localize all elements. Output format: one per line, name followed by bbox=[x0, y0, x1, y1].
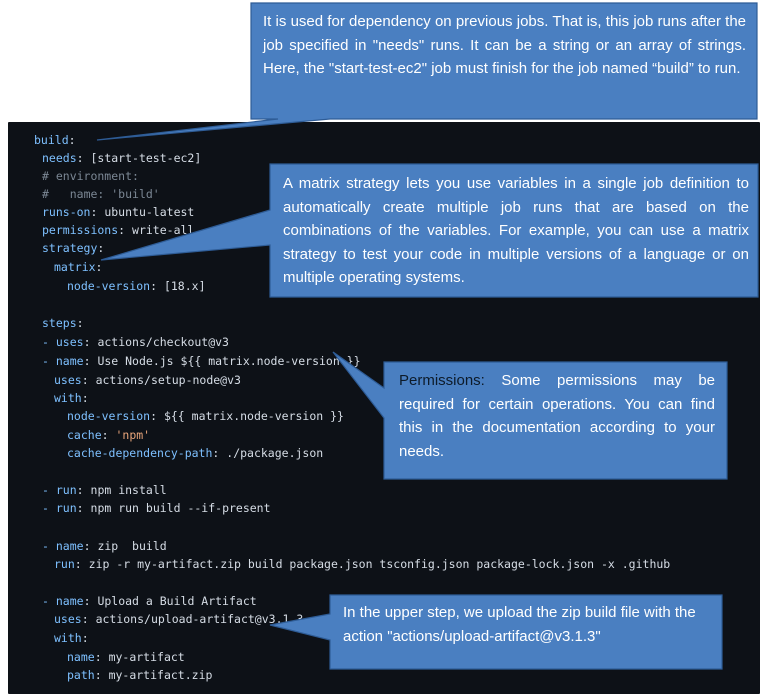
callout-permissions-text: Permissions: Some permissions may be req… bbox=[399, 369, 715, 463]
yaml-key: name bbox=[55, 594, 84, 608]
yaml-key: name bbox=[67, 650, 95, 664]
yaml-value: npm run build --if-present bbox=[90, 501, 271, 515]
yaml-key: node-version bbox=[67, 409, 151, 423]
code-line-with: with: bbox=[54, 391, 89, 405]
code-line-permissions: permissions: write-all bbox=[42, 223, 195, 237]
code-line-run-zip: run: zip -r my-artifact.zip build packag… bbox=[54, 557, 671, 571]
code-line-uses-setup-node: uses: actions/setup-node@v3 bbox=[54, 373, 241, 387]
yaml-value: Upload a Build Artifact bbox=[97, 594, 257, 608]
yaml-key: with bbox=[54, 631, 82, 645]
yaml-value: actions/upload-artifact@v3.1.3 bbox=[95, 612, 304, 626]
callout-needs-text: It is used for dependency on previous jo… bbox=[263, 13, 746, 77]
yaml-key: steps bbox=[42, 316, 77, 330]
permissions-label: Permissions: bbox=[399, 372, 485, 389]
yaml-value: write-all bbox=[132, 223, 195, 237]
code-line-run-build: - run: npm run build --if-present bbox=[42, 501, 271, 515]
code-line-name-node: - name: Use Node.js ${{ matrix.node-vers… bbox=[42, 354, 361, 368]
yaml-key: uses bbox=[54, 373, 82, 387]
yaml-key: with bbox=[54, 391, 82, 405]
yaml-key: matrix bbox=[54, 260, 96, 274]
yaml-value: ${{ matrix.node-version }} bbox=[163, 409, 344, 423]
code-line-upload-with: with: bbox=[54, 631, 89, 645]
code-line-strategy: strategy: bbox=[42, 241, 105, 255]
code-line-name-upload: - name: Upload a Build Artifact bbox=[42, 594, 257, 608]
code-line-build: build: bbox=[34, 133, 76, 147]
yaml-value: my-artifact.zip bbox=[108, 668, 213, 682]
code-line-with-node-version: node-version: ${{ matrix.node-version }} bbox=[67, 409, 344, 423]
code-line-artifact-name: name: my-artifact bbox=[67, 650, 185, 664]
callout-matrix-text: A matrix strategy lets you use variables… bbox=[283, 175, 749, 286]
yaml-key: uses bbox=[54, 612, 82, 626]
yaml-key: path bbox=[67, 668, 95, 682]
yaml-key: node-version bbox=[67, 279, 151, 293]
yaml-value: ubuntu-latest bbox=[104, 205, 195, 219]
yaml-key: run bbox=[55, 483, 77, 497]
yaml-value: [start-test-ec2] bbox=[90, 151, 202, 165]
yaml-value: ./package.json bbox=[226, 446, 324, 460]
code-line-comment-name: # name: 'build' bbox=[42, 187, 160, 201]
code-line-node-version: node-version: [18.x] bbox=[67, 279, 206, 293]
yaml-value: npm install bbox=[90, 483, 167, 497]
callout-upload-text: In the upper step, we upload the zip bui… bbox=[343, 604, 696, 645]
yaml-key: needs bbox=[42, 151, 77, 165]
yaml-key: cache bbox=[67, 428, 102, 442]
yaml-key: permissions bbox=[42, 223, 119, 237]
yaml-value: [18.x] bbox=[163, 279, 206, 293]
yaml-dash: - bbox=[42, 335, 49, 349]
yaml-key: run bbox=[54, 557, 75, 571]
yaml-value: actions/setup-node@v3 bbox=[95, 373, 241, 387]
code-line-uses-upload: uses: actions/upload-artifact@v3.1.3 bbox=[54, 612, 304, 626]
yaml-key: build bbox=[34, 133, 69, 147]
yaml-comment: # bbox=[42, 187, 49, 201]
yaml-comment: name: 'build' bbox=[69, 187, 160, 201]
yaml-dash: - bbox=[42, 354, 49, 368]
yaml-key: strategy bbox=[42, 241, 98, 255]
yaml-value: zip build bbox=[97, 539, 167, 553]
code-line-artifact-path: path: my-artifact.zip bbox=[67, 668, 213, 682]
code-line-run-install: - run: npm install bbox=[42, 483, 167, 497]
yaml-dash: - bbox=[42, 539, 49, 553]
yaml-key: uses bbox=[55, 335, 84, 349]
code-line-cache: cache: 'npm' bbox=[67, 428, 151, 442]
yaml-dash: - bbox=[42, 483, 49, 497]
code-line-steps: steps: bbox=[42, 316, 84, 330]
yaml-key: name bbox=[55, 539, 84, 553]
yaml-value: my-artifact bbox=[108, 650, 185, 664]
yaml-dash: - bbox=[42, 594, 49, 608]
code-line-name-zip: - name: zip build bbox=[42, 539, 167, 553]
yaml-dash: - bbox=[42, 501, 49, 515]
code-line-runs-on: runs-on: ubuntu-latest bbox=[42, 205, 195, 219]
yaml-value: zip -r my-artifact.zip build package.jso… bbox=[88, 557, 671, 571]
yaml-comment: # environment: bbox=[42, 169, 139, 183]
code-line-comment-env: # environment: bbox=[42, 169, 139, 183]
yaml-key: name bbox=[55, 354, 84, 368]
code-line-matrix: matrix: bbox=[54, 260, 103, 274]
permissions-description: Some permissions may be required for cer… bbox=[399, 372, 716, 460]
code-line-cache-dep: cache-dependency-path: ./package.json bbox=[67, 446, 324, 460]
yaml-key: run bbox=[55, 501, 77, 515]
yaml-key: cache-dependency-path bbox=[67, 446, 213, 460]
yaml-key: runs-on bbox=[42, 205, 91, 219]
yaml-string: 'npm' bbox=[115, 428, 151, 442]
yaml-value: actions/checkout@v3 bbox=[97, 335, 229, 349]
yaml-value: Use Node.js ${{ matrix.node-version }} bbox=[97, 354, 361, 368]
code-line-needs: needs: [start-test-ec2] bbox=[42, 151, 202, 165]
code-line-uses-checkout: - uses: actions/checkout@v3 bbox=[42, 335, 229, 349]
